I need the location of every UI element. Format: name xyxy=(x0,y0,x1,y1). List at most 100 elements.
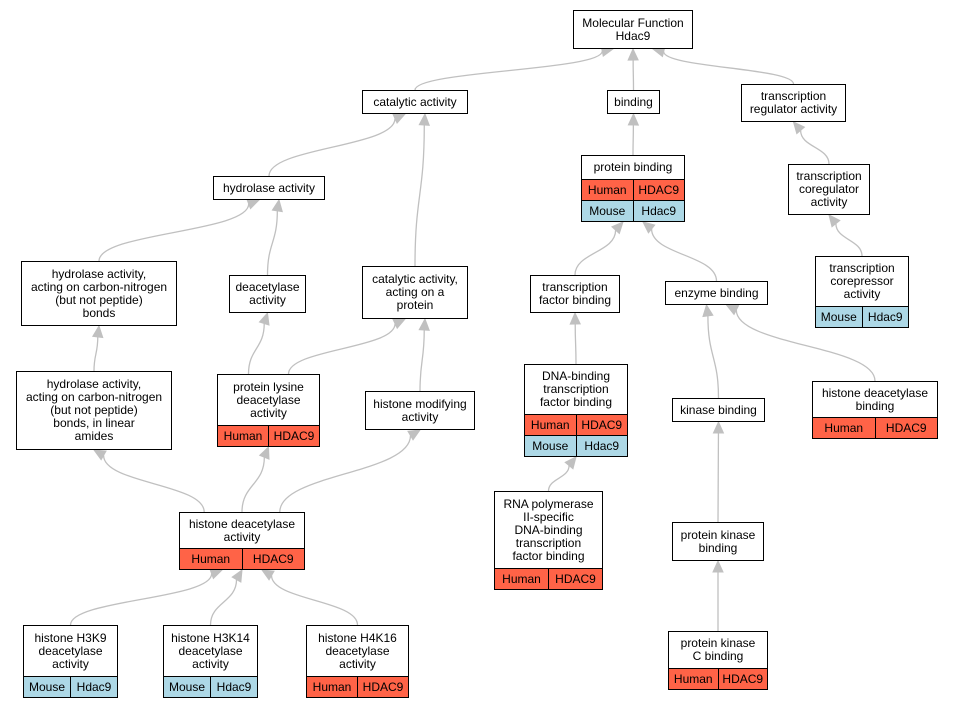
edge-dnabinding-to-tfbinding xyxy=(574,323,577,365)
node-label-text: histone deacetylase activity xyxy=(188,516,296,544)
arrowhead-pkcbinding-to-pkbinding xyxy=(712,559,724,573)
node-label: histone deacetylase binding xyxy=(813,382,937,417)
edge-plysdeac-to-deacetylase xyxy=(247,323,265,375)
edge-hydrolaseLinear-to-hydrolaseCN xyxy=(93,336,99,372)
node-rnapol[interactable]: RNA polymerase II-specific DNA-binding t… xyxy=(494,491,603,590)
arrowhead-deacetylase-to-hydrolase xyxy=(271,198,283,213)
species-label: Mouse xyxy=(820,309,857,324)
species-label: Human xyxy=(223,428,263,443)
arrowhead-enzbinding-to-protbinding xyxy=(642,221,656,234)
node-dnabinding[interactable]: DNA-binding transcription factor binding… xyxy=(524,364,628,457)
node-label: enzyme binding xyxy=(666,282,767,304)
node-binding[interactable]: binding xyxy=(607,90,660,114)
node-label-text: catalytic activity xyxy=(373,94,457,109)
node-label-text: histone deacetylase binding xyxy=(821,385,929,413)
arrowhead-hdacact-to-plysdeac xyxy=(258,445,270,460)
edge-txcoreg-to-txreg xyxy=(799,130,830,165)
node-label-text: transcription coregulator activity xyxy=(796,169,862,209)
arrowhead-rnapol-to-dnabinding xyxy=(564,456,577,470)
mouse-annotation-row: Mouse Hdac9 xyxy=(24,676,117,697)
node-tfbinding[interactable]: transcription factor binding xyxy=(530,275,620,313)
node-label-text: histone H3K9 deacetylase activity xyxy=(34,630,107,671)
node-label: binding xyxy=(608,91,659,113)
arrowhead-h3k14-to-hdacact xyxy=(231,568,243,583)
species-label: Mouse xyxy=(532,438,569,453)
arrowhead-txcoreg-to-txreg xyxy=(792,121,806,135)
gene-label: HDAC9 xyxy=(717,669,768,689)
node-hydrolase-c-n[interactable]: hydrolase activity, acting on carbon-nit… xyxy=(21,261,177,326)
arrowhead-hydrolase-to-catalytic xyxy=(392,113,407,125)
node-label: RNA polymerase II-specific DNA-binding t… xyxy=(495,492,602,568)
node-catprotein[interactable]: catalytic activity, acting on a protein xyxy=(362,266,468,319)
node-label-text: histone H4K16 deacetylase activity xyxy=(318,630,397,671)
species-label: Mouse xyxy=(28,679,66,694)
node-pkbinding[interactable]: protein kinase binding xyxy=(672,522,764,561)
node-histmod[interactable]: histone modifying activity xyxy=(365,391,475,430)
node-label-text: enzyme binding xyxy=(674,285,759,300)
node-kinbinding[interactable]: kinase binding xyxy=(672,398,765,422)
arrowhead-pkbinding-to-kinbinding xyxy=(712,420,725,434)
node-label: histone deacetylase activity xyxy=(180,513,304,548)
gene-label: HDAC9 xyxy=(632,180,685,200)
node-txreg[interactable]: transcription regulator activity xyxy=(741,84,846,122)
node-label-text: Molecular Function Hdac9 xyxy=(582,15,684,43)
node-label-text: protein kinase binding xyxy=(680,527,756,555)
node-label: transcription coregulator activity xyxy=(789,165,869,214)
species-label: Human xyxy=(502,571,541,586)
edge-kinbinding-to-enzbinding xyxy=(707,315,720,399)
edge-hdacbinding-to-enzbinding xyxy=(735,309,876,382)
edge-txreg-to-root xyxy=(663,51,795,85)
arrowhead-hdacbinding-to-enzbinding xyxy=(725,304,740,316)
arrowhead-protbinding-to-binding xyxy=(627,112,640,126)
node-enzbinding[interactable]: enzyme binding xyxy=(665,281,768,305)
node-label: Molecular Function Hdac9 xyxy=(574,11,692,48)
node-label: protein binding xyxy=(582,156,684,179)
node-hydrolase-linear[interactable]: hydrolase activity, acting on carbon-nit… xyxy=(16,371,172,450)
arrowhead-txcorep-to-txcoreg xyxy=(828,214,841,228)
node-hydrolase[interactable]: hydrolase activity xyxy=(213,176,325,200)
edge-hydrolaseCN-to-hydrolase xyxy=(98,203,250,262)
gene-label: Hdac9 xyxy=(632,201,685,221)
edge-hdacact-to-plysdeac xyxy=(241,457,265,513)
edge-tfbinding-to-protbinding xyxy=(574,230,617,276)
node-root[interactable]: Molecular Function Hdac9 xyxy=(573,10,693,49)
node-catalytic[interactable]: catalytic activity xyxy=(362,90,468,114)
edge-catprotein-to-catalytic xyxy=(414,124,425,267)
gene-label: Hdac9 xyxy=(70,677,117,697)
edge-hdacact-to-histmod xyxy=(279,435,412,513)
gene-label: Hdac9 xyxy=(210,677,257,697)
node-label: hydrolase activity, acting on carbon-nit… xyxy=(17,372,171,449)
arrowhead-kinbinding-to-enzbinding xyxy=(702,303,714,318)
node-deacetylase[interactable]: deacetylase activity xyxy=(229,275,306,313)
arrowhead-tfbinding-to-protbinding xyxy=(610,221,624,235)
arrowhead-hydrolaseLinear-to-hydrolaseCN xyxy=(91,324,104,339)
node-label-text: deacetylase activity xyxy=(235,280,300,307)
node-label: protein kinase C binding xyxy=(669,632,767,668)
node-label-text: transcription corepressor activity xyxy=(829,261,895,301)
node-txcoreg[interactable]: transcription coregulator activity xyxy=(788,164,870,215)
node-label: deacetylase activity xyxy=(230,276,305,312)
node-label: catalytic activity, acting on a protein xyxy=(363,267,467,318)
arrowhead-binding-to-root xyxy=(627,47,639,61)
gene-label: HDAC9 xyxy=(874,418,938,438)
arrowhead-h4k16-to-hdacact xyxy=(260,569,275,581)
edge-enzbinding-to-protbinding xyxy=(650,228,718,282)
node-label: histone H3K9 deacetylase activity xyxy=(24,626,117,676)
node-label: protein kinase binding xyxy=(673,523,763,560)
node-label: hydrolase activity, acting on carbon-nit… xyxy=(22,262,176,325)
